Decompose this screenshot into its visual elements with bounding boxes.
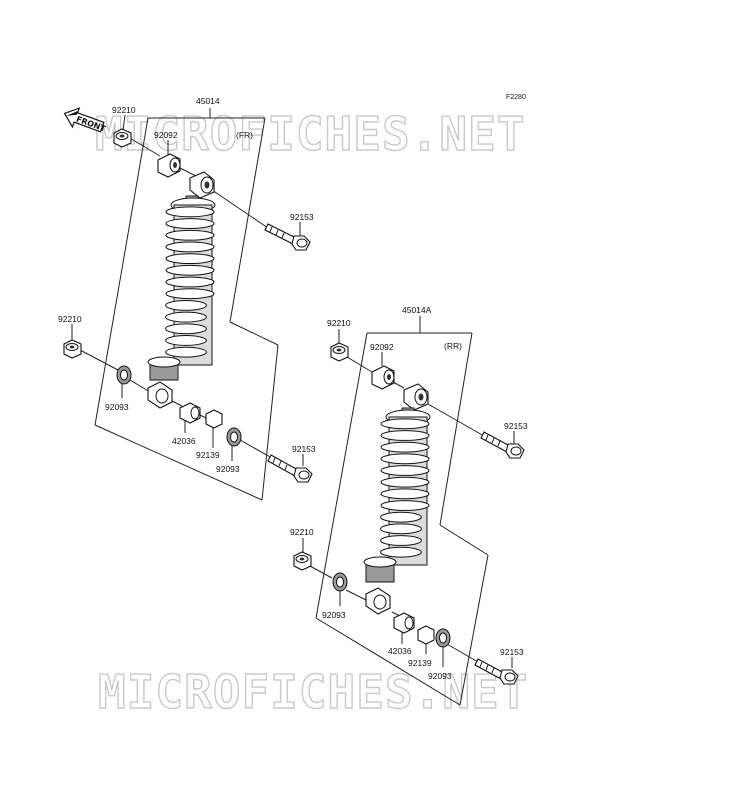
spring-coil bbox=[380, 441, 430, 453]
front-collar-bottom-label: 42036 bbox=[172, 436, 196, 446]
diagram-code: F2280 bbox=[506, 94, 526, 101]
top-bolt-icon bbox=[264, 223, 311, 251]
rear-bottom-nut-icon bbox=[293, 551, 312, 571]
spring-coil bbox=[165, 299, 207, 311]
spring-coil bbox=[380, 500, 430, 511]
spring-coil bbox=[165, 276, 215, 288]
rear-outer-washer-icon bbox=[435, 628, 451, 648]
spring-coil bbox=[380, 430, 430, 441]
rear-assembly-part: 45014A bbox=[402, 305, 432, 315]
watermark-bottom: MICROFICHES.NET bbox=[98, 665, 528, 719]
spring-coil bbox=[165, 218, 215, 229]
front-washer-outer-label: 92093 bbox=[216, 464, 240, 474]
front-collar-top-label: 92092 bbox=[154, 130, 178, 140]
spring-coil bbox=[165, 311, 207, 323]
spring-coil bbox=[165, 264, 215, 276]
rear-bushing-icon bbox=[417, 625, 435, 645]
rear-top-bolt-icon bbox=[480, 431, 525, 459]
bottom-washer-icon bbox=[116, 365, 132, 385]
rear-collar-top-label: 92092 bbox=[370, 342, 394, 352]
front-shock-spring-icon bbox=[147, 195, 216, 409]
front-assembly-part: 45014 bbox=[196, 96, 220, 106]
front-bushing-label: 92139 bbox=[196, 450, 220, 460]
rear-bottom-bolt-icon bbox=[474, 658, 519, 685]
rear-position-label: (RR) bbox=[444, 341, 462, 351]
spring-coil bbox=[380, 546, 422, 558]
spring-coil bbox=[165, 229, 215, 241]
rear-bottom-washer-icon bbox=[332, 572, 348, 592]
bottom-collar-icon bbox=[179, 402, 201, 424]
front-position-label: (FR) bbox=[236, 130, 253, 140]
front-shock-assembly: 45014 (FR) 92210 92092 92153 92210 92093… bbox=[58, 96, 316, 501]
watermark-top: MICROFICHES.NET bbox=[95, 107, 525, 161]
spring-coil bbox=[380, 535, 422, 546]
spring-coil bbox=[165, 335, 207, 346]
top-collar-icon bbox=[157, 153, 181, 178]
spring-coil bbox=[380, 511, 422, 523]
front-washer-bottom-label: 92093 bbox=[105, 402, 129, 412]
bottom-nut-icon bbox=[63, 339, 82, 359]
rear-nut-top-label: 92210 bbox=[327, 318, 351, 328]
spring-coil bbox=[165, 323, 207, 335]
rear-bushing-label: 92139 bbox=[408, 658, 432, 668]
front-bolt-top-label: 92153 bbox=[290, 212, 314, 222]
spring-coil bbox=[380, 465, 430, 476]
rear-bolt-bottom-label: 92153 bbox=[500, 647, 524, 657]
rear-bolt-top-label: 92153 bbox=[504, 421, 528, 431]
rear-upper-eye-icon bbox=[403, 383, 429, 411]
bushing-icon bbox=[205, 409, 223, 429]
spring-coil bbox=[380, 523, 422, 535]
rear-shock-spring-icon bbox=[363, 407, 431, 615]
front-nut-bottom-label: 92210 bbox=[58, 314, 82, 324]
spring-coil bbox=[165, 346, 207, 358]
spring-coil bbox=[380, 476, 430, 488]
top-nut-icon bbox=[113, 128, 132, 148]
rear-shock-assembly: 45014A (RR) 92210 92092 92153 92210 9209… bbox=[290, 305, 528, 706]
spring-coil bbox=[165, 241, 215, 253]
rear-top-nut-icon bbox=[330, 342, 349, 362]
outer-washer-icon bbox=[226, 427, 242, 447]
rear-collar-bottom-label: 42036 bbox=[388, 646, 412, 656]
upper-eye-icon bbox=[189, 171, 215, 199]
spring-coil bbox=[380, 418, 430, 430]
spring-coil bbox=[380, 453, 430, 465]
front-nut-top-label: 92210 bbox=[112, 105, 136, 115]
bottom-bolt-icon bbox=[267, 454, 313, 483]
front-arrow-icon: FRONT bbox=[63, 107, 107, 134]
spring-coil bbox=[165, 206, 215, 218]
spring-coil bbox=[380, 488, 430, 500]
front-bolt-bottom-label: 92153 bbox=[292, 444, 316, 454]
spring-coil bbox=[165, 288, 215, 300]
rear-washer-bottom-label: 92093 bbox=[322, 610, 346, 620]
rear-nut-bottom-label: 92210 bbox=[290, 527, 314, 537]
rear-washer-outer-label: 92093 bbox=[428, 671, 452, 681]
spring-coil bbox=[165, 253, 215, 265]
rear-top-collar-icon bbox=[371, 365, 395, 390]
rear-bottom-collar-icon bbox=[393, 612, 415, 634]
